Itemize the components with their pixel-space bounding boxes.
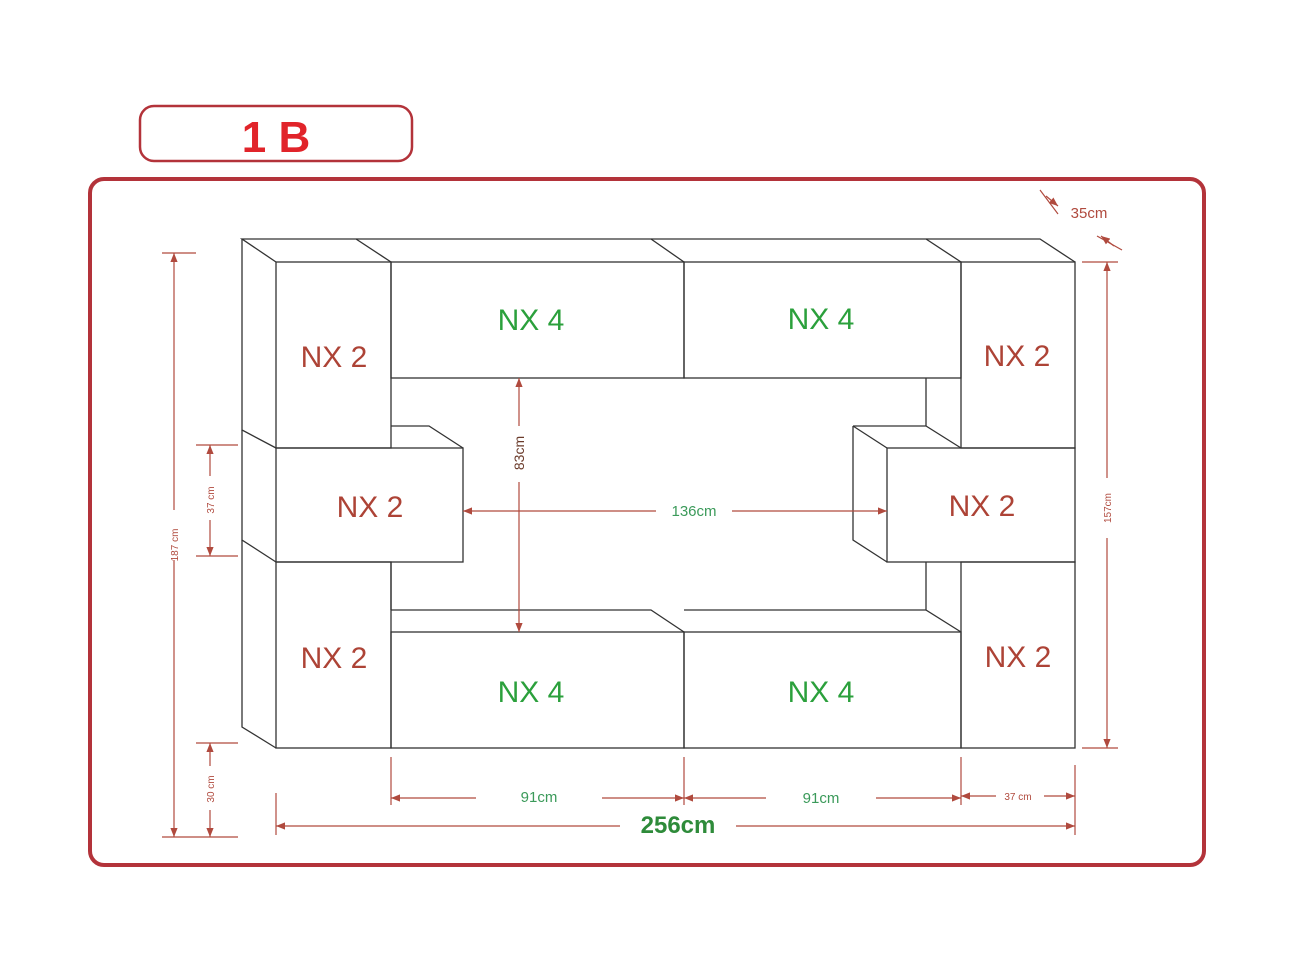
module-label-top-mid-right: NX 4 [788, 303, 855, 336]
dim-inner-height: 83cm [511, 436, 527, 470]
title-text: 1 B [242, 113, 310, 162]
dim-total-height: 187 cm [170, 529, 181, 562]
module-label-bottom-mid-right: NX 4 [788, 676, 855, 709]
furniture-outline [239, 238, 1076, 749]
dim-floor-gap: 30 cm [206, 775, 217, 802]
title-badge [138, 104, 414, 163]
dim-bottom-left-width: 91cm [521, 789, 558, 806]
module-label-mid-left: NX 2 [337, 491, 404, 524]
module-label-bottom-mid-left: NX 4 [498, 676, 565, 709]
dim-bottom-right-width: 37 cm [1004, 792, 1031, 803]
dim-depth: 35cm [1071, 205, 1108, 222]
module-label-top-mid-left: NX 4 [498, 304, 565, 337]
module-label-top-right: NX 2 [984, 340, 1051, 373]
dim-right-height: 157cm [1103, 493, 1114, 523]
module-label-mid-right: NX 2 [949, 490, 1016, 523]
module-label-bottom-left: NX 2 [301, 642, 368, 675]
dim-total-width: 256cm [641, 812, 716, 839]
module-label-bottom-right: NX 2 [985, 641, 1052, 674]
unit-bottom-right [960, 561, 1076, 749]
dim-inner-width: 136cm [671, 503, 716, 520]
diagram-frame [88, 177, 1206, 867]
module-label-top-left: NX 2 [301, 341, 368, 374]
dim-bottom-mid-width: 91cm [803, 790, 840, 807]
dim-side-unit-height: 37 cm [206, 486, 217, 513]
